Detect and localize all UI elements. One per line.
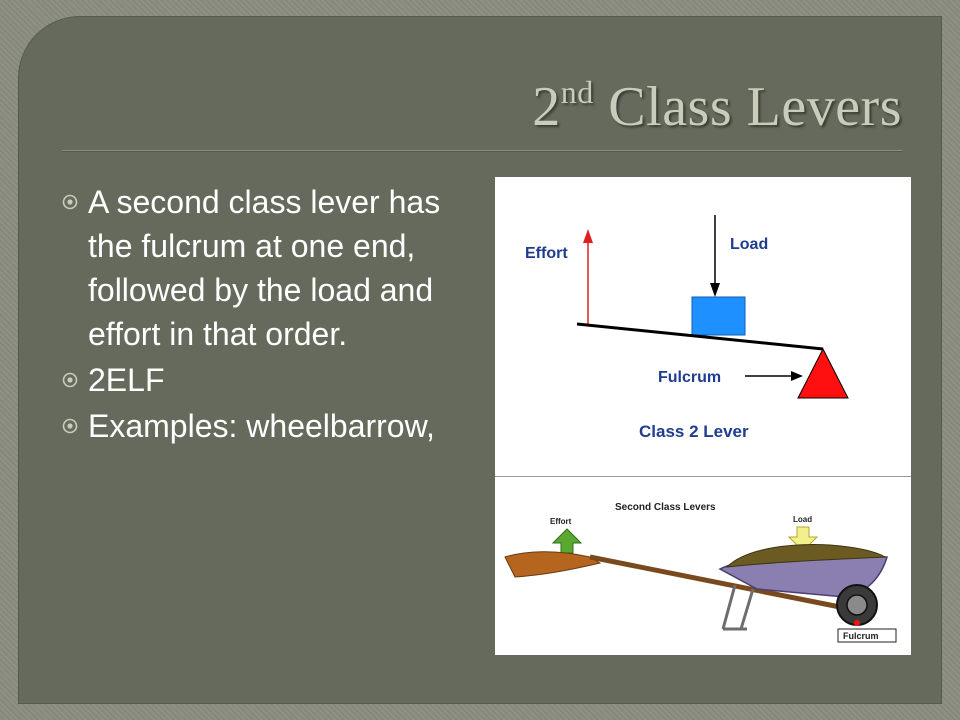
bullet-item: 2ELF: [60, 358, 480, 402]
wheelbarrow-leg: [721, 584, 737, 630]
title-superscript: nd: [560, 74, 594, 110]
circle-bullet-icon: [62, 372, 78, 388]
title-text: Class Levers: [593, 76, 902, 138]
slide-title: 2nd Class Levers: [532, 74, 902, 139]
title-number: 2: [532, 76, 561, 138]
fulcrum-label: Fulcrum: [658, 369, 721, 386]
wheelbarrow-illustration: Second Class Levers Effort Load Fulcrum: [504, 502, 897, 643]
effort-label: Effort: [525, 245, 568, 262]
fulcrum-triangle: [797, 347, 849, 399]
wheelbarrow-load-label: Load: [793, 515, 812, 524]
wheelbarrow-fulcrum-label: Fulcrum: [843, 631, 879, 641]
circle-bullet-icon: [62, 194, 78, 210]
effort-arrow-icon: [583, 229, 593, 243]
bullet-list: A second class lever has the fulcrum at …: [60, 180, 480, 450]
bullet-item: A second class lever has the fulcrum at …: [60, 180, 480, 356]
fulcrum-label-box: [837, 628, 897, 643]
wheelbarrow-dirt: [725, 544, 887, 568]
circle-bullet-icon: [62, 418, 78, 434]
title-divider: [62, 150, 902, 151]
diagram-caption: Class 2 Lever: [639, 422, 749, 441]
bullet-item: Examples: wheelbarrow,: [60, 404, 480, 448]
fulcrum-arrow-icon: [791, 371, 803, 381]
wheelbarrow-effort-label: Effort: [550, 517, 572, 526]
load-box: [691, 296, 746, 336]
fulcrum-point-icon: [854, 620, 860, 626]
load-arrow-icon: [710, 283, 720, 297]
lever-beam: [576, 322, 824, 351]
bullet-text: Examples: wheelbarrow,: [88, 408, 435, 444]
bullet-text: 2ELF: [88, 362, 165, 398]
load-label: Load: [730, 236, 768, 253]
wheelbarrow-hub: [846, 594, 868, 616]
effort-up-arrow-icon: [551, 528, 583, 554]
image-divider: [495, 476, 911, 477]
class-2-lever-diagram: Effort Load Fulcrum Class 2 Lever: [525, 215, 849, 441]
arm-shape: [504, 551, 602, 578]
load-down-arrow-icon: [787, 526, 819, 552]
wheelbarrow-leg: [739, 588, 755, 630]
wheelbarrow-handle: [589, 554, 846, 611]
lever-images: Effort Load Fulcrum Class 2 Lever Second…: [495, 177, 911, 655]
bullet-text: A second class lever has the fulcrum at …: [88, 184, 441, 352]
wheelbarrow-title: Second Class Levers: [615, 502, 716, 513]
